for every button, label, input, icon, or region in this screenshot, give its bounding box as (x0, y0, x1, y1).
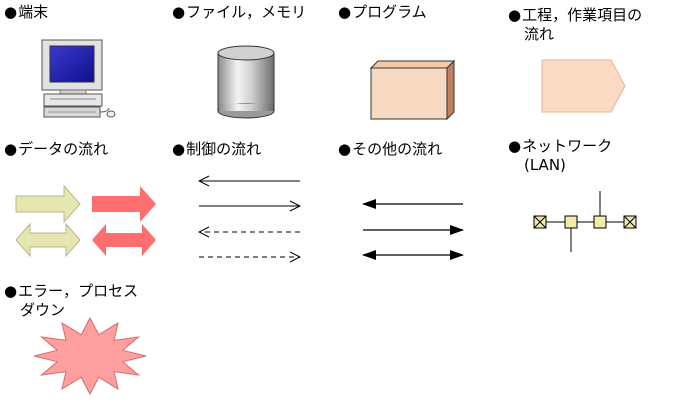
other-flow-arrows (362, 199, 464, 260)
control-flow-arrows (199, 181, 300, 257)
lan-node-2 (593, 215, 607, 229)
data-flow-arrows (15, 184, 156, 258)
error-label: ●エラー，プロセス ダウン (4, 282, 139, 319)
data-arrow-right-light (15, 184, 81, 224)
data-arrow-double-light (15, 222, 81, 258)
cylinder-icon (217, 45, 275, 119)
lan-terminator-left (533, 215, 547, 229)
error-burst-icon (33, 316, 147, 396)
lan-terminator-right (623, 215, 637, 229)
lan-node-1 (564, 215, 578, 229)
control-flow-label: ●制御の流れ (172, 140, 262, 158)
data-arrow-double-red (92, 224, 156, 256)
other-flow-label: ●その他の流れ (338, 140, 443, 158)
program-box-icon (369, 59, 456, 121)
terminal-label: ●端末 (4, 3, 49, 21)
network-label: ●ネットワーク (LAN) (508, 137, 613, 174)
data-arrow-right-red (92, 186, 156, 222)
data-flow-label: ●データの流れ (4, 140, 109, 158)
terminal-icon (41, 39, 116, 118)
file-memory-label: ●ファイル，メモリ (172, 3, 307, 21)
program-label: ●プログラム (338, 3, 427, 21)
process-flow-label: ●工程，作業項目の 流れ (508, 6, 643, 43)
network-lan-icon (533, 191, 637, 252)
process-flow-icon (541, 59, 626, 113)
